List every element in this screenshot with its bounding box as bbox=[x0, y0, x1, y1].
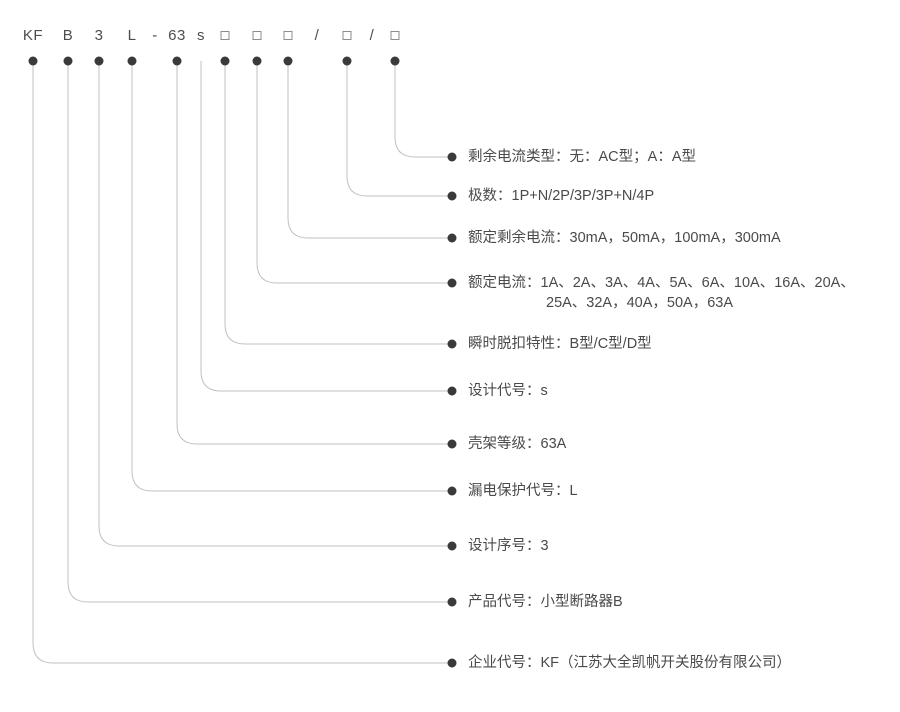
connector-line-poles bbox=[346, 61, 452, 197]
code-token-design-serial: 3 bbox=[94, 27, 104, 44]
connector-line-frame bbox=[176, 61, 452, 445]
callout-text-primary: 企业代号：KF（江苏大全凯帆开关股份有限公司） bbox=[468, 655, 792, 671]
callout-dot-residual-type bbox=[447, 152, 457, 162]
callout-dot-poles bbox=[447, 191, 457, 201]
callout-label-poles: 极数：1P+N/2P/3P/3P+N/4P bbox=[468, 186, 654, 206]
node-dot-rated-current bbox=[252, 56, 262, 66]
callout-text-primary: 设计序号：3 bbox=[468, 538, 549, 554]
callout-dot-design-serial bbox=[447, 541, 457, 551]
connector-line-design-code bbox=[200, 61, 452, 392]
callout-dot-leakage bbox=[447, 486, 457, 496]
callout-dot-enterprise bbox=[447, 658, 457, 668]
callout-dot-design-code bbox=[447, 386, 457, 396]
connector-line-enterprise bbox=[32, 61, 452, 664]
node-dot-residual-type bbox=[390, 56, 400, 66]
callout-text-primary: 额定剩余电流：30mA，50mA，100mA，300mA bbox=[468, 230, 781, 246]
node-dot-poles bbox=[342, 56, 352, 66]
code-token-product: B bbox=[62, 27, 74, 44]
callout-text-primary: 额定电流：1A、2A、3A、4A、5A、6A、10A、16A、20A、 bbox=[468, 275, 855, 291]
callout-label-design-serial: 设计序号：3 bbox=[468, 536, 549, 556]
node-dot-enterprise bbox=[28, 56, 38, 66]
code-token-slash-1: / bbox=[314, 27, 320, 44]
callout-text-primary: 设计代号：s bbox=[468, 383, 548, 399]
callout-label-frame: 壳架等级：63A bbox=[468, 434, 566, 454]
callout-dot-frame bbox=[447, 439, 457, 449]
callout-dot-trip-curve bbox=[447, 339, 457, 349]
callout-text-primary: 产品代号：小型断路器B bbox=[468, 594, 623, 610]
code-token-design-code: s bbox=[197, 27, 205, 44]
code-token-residual-type bbox=[390, 31, 400, 40]
code-token-rated-current bbox=[252, 31, 262, 40]
code-token-dash: - bbox=[152, 27, 158, 44]
callout-label-rated-current: 额定电流：1A、2A、3A、4A、5A、6A、10A、16A、20A、 25A、3… bbox=[468, 273, 855, 313]
code-token-leakage: L bbox=[127, 27, 137, 44]
code-token-frame: 63 bbox=[168, 27, 186, 44]
callout-label-design-code: 设计代号：s bbox=[468, 381, 548, 401]
callout-text-primary: 漏电保护代号：L bbox=[468, 483, 578, 499]
callout-dot-product bbox=[447, 597, 457, 607]
node-dot-leakage bbox=[127, 56, 137, 66]
connector-line-product bbox=[67, 61, 452, 603]
node-dot-residual-current bbox=[283, 56, 293, 66]
callout-label-product: 产品代号：小型断路器B bbox=[468, 592, 623, 612]
code-token-poles bbox=[342, 31, 352, 40]
connector-line-rated-current bbox=[256, 61, 452, 284]
callout-label-residual-current: 额定剩余电流：30mA，50mA，100mA，300mA bbox=[468, 228, 781, 248]
node-dot-frame bbox=[172, 56, 182, 66]
callout-dot-rated-current bbox=[447, 278, 457, 288]
code-token-trip-curve bbox=[220, 31, 230, 40]
connector-line-residual-type bbox=[394, 61, 452, 158]
node-dot-design-serial bbox=[94, 56, 104, 66]
connector-line-residual-current bbox=[287, 61, 452, 239]
node-dot-trip-curve bbox=[220, 56, 230, 66]
callout-text-primary: 壳架等级：63A bbox=[468, 436, 567, 452]
code-token-enterprise: KF bbox=[22, 27, 44, 44]
code-token-residual-current bbox=[283, 31, 293, 40]
code-token-slash-2: / bbox=[369, 27, 375, 44]
callout-label-trip-curve: 瞬时脱扣特性：B型/C型/D型 bbox=[468, 334, 652, 354]
callout-label-residual-type: 剩余电流类型：无：AC型；A：A型 bbox=[468, 147, 696, 167]
connector-line-trip-curve bbox=[224, 61, 452, 345]
connector-line-leakage bbox=[131, 61, 452, 492]
callout-text-secondary: 25A、32A，40A，50A，63A bbox=[546, 295, 733, 311]
callout-label-enterprise: 企业代号：KF（江苏大全凯帆开关股份有限公司） bbox=[468, 653, 791, 673]
callout-dot-residual-current bbox=[447, 233, 457, 243]
callout-text-primary: 剩余电流类型：无：AC型；A：A型 bbox=[468, 149, 696, 165]
callout-label-leakage: 漏电保护代号：L bbox=[468, 481, 578, 501]
connector-line-design-serial bbox=[98, 61, 452, 547]
callout-text-primary: 极数：1P+N/2P/3P/3P+N/4P bbox=[468, 188, 655, 204]
callout-text-primary: 瞬时脱扣特性：B型/C型/D型 bbox=[468, 336, 652, 352]
node-dot-product bbox=[63, 56, 73, 66]
